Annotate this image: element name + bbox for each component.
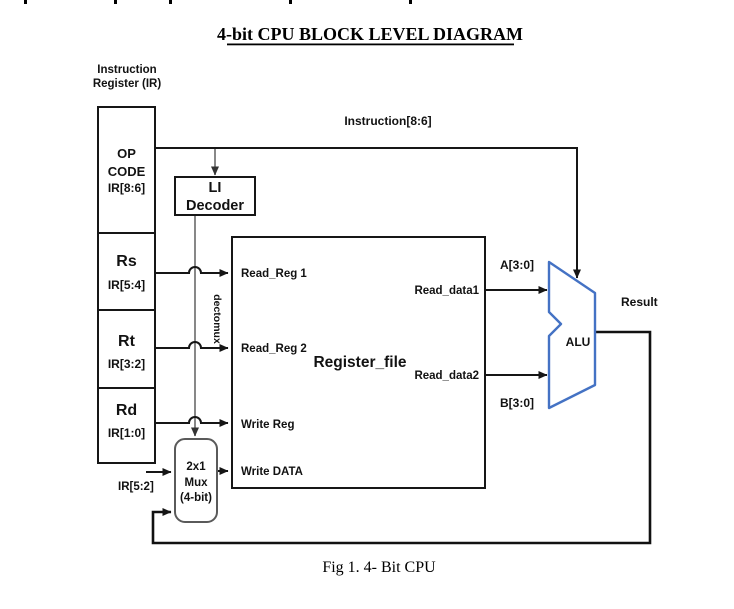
rt-read-reg2-wire <box>155 341 229 352</box>
rt-field-box <box>97 309 156 389</box>
mux-label-line1: 2x1 <box>186 461 206 473</box>
li-decoder-box <box>174 176 256 216</box>
dectomux-signal-label: dectomux <box>211 294 223 344</box>
result-label: Result <box>621 295 658 309</box>
port-read-reg2-label: Read_Reg 2 <box>241 343 307 355</box>
opcode-bits-label: IR[8:6] <box>108 181 145 195</box>
rs-bits-label: IR[5:4] <box>108 278 145 292</box>
alu-label: ALU <box>566 335 591 349</box>
opcode-label-line2: CODE <box>108 164 146 179</box>
rs-field-box <box>97 232 156 311</box>
register-file: Register_file Read_Reg 1 Read_Reg 2 Writ… <box>231 236 486 489</box>
port-read-data1-label: Read_data1 <box>414 285 479 297</box>
ir-heading-line1: Instruction <box>97 64 156 76</box>
ir52-label: IR[5:2] <box>118 481 154 493</box>
result-feedback-wire <box>151 330 652 545</box>
mux: 2x1 Mux (4-bit) <box>174 438 218 523</box>
rd-field-box <box>97 387 156 464</box>
rs-read-reg1-wire <box>155 266 229 277</box>
title-underline <box>227 43 514 46</box>
a-bus-label: A[3:0] <box>500 258 534 272</box>
rt-label: Rt <box>118 333 136 350</box>
li-decoder-label-line2: Decoder <box>186 198 244 214</box>
port-read-data2-label: Read_data2 <box>414 370 479 382</box>
port-read-reg1-label: Read_Reg 1 <box>241 268 307 280</box>
ir-heading-line2: Register (IR) <box>93 78 162 90</box>
opcode-field-box <box>97 106 156 234</box>
page-crop-artifacts <box>24 0 412 4</box>
instruction-bus-wire <box>155 147 581 279</box>
wires <box>146 147 652 545</box>
alu: ALU <box>547 260 597 410</box>
register-file-box <box>231 236 486 489</box>
li-decoder-label-line1: LI <box>209 180 222 196</box>
rd-label: Rd <box>116 402 137 419</box>
instruction-bus-label: Instruction[8:6] <box>344 114 431 128</box>
mux-box <box>174 438 218 523</box>
rd-bits-label: IR[1:0] <box>108 426 145 440</box>
figure-caption: Fig 1. 4- Bit CPU <box>322 559 436 576</box>
rd-write-reg-wire <box>155 416 229 427</box>
rs-label: Rs <box>116 253 137 270</box>
alu-shape <box>547 260 597 410</box>
opcode-label-line1: OP <box>117 146 136 161</box>
port-write-data-label: Write DATA <box>241 466 303 478</box>
li-decoder: LI Decoder <box>174 176 256 216</box>
instruction-register-heading: Instruction Register (IR) <box>93 64 162 90</box>
rt-bits-label: IR[3:2] <box>108 357 145 371</box>
diagram-title: 4-bit CPU BLOCK LEVEL DIAGRAM <box>217 24 523 44</box>
mux-label-line2: Mux <box>185 477 209 489</box>
mux-label-line3: (4-bit) <box>180 492 212 504</box>
instruction-register-stack: OP CODE IR[8:6] Rs IR[5:4] Rt IR[3:2] Rd… <box>97 106 156 464</box>
b-bus-label: B[3:0] <box>500 396 534 410</box>
register-file-title: Register_file <box>313 354 406 371</box>
port-write-reg-label: Write Reg <box>241 419 294 431</box>
